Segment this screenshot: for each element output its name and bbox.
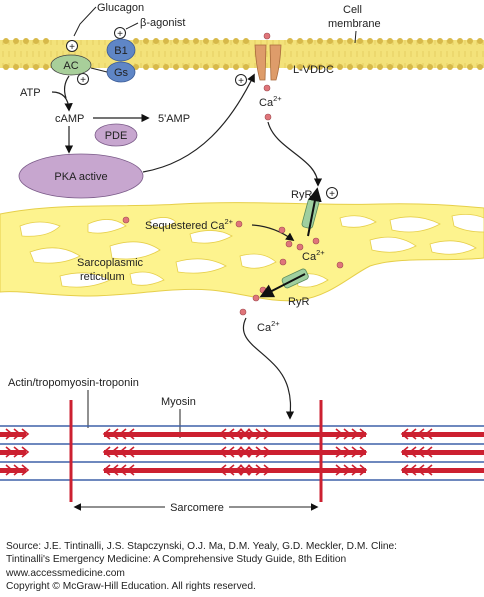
b1-receptor: B1 xyxy=(106,38,136,62)
svg-text:Gs: Gs xyxy=(114,67,129,79)
sequestered-to-release-arrow xyxy=(251,224,295,241)
calcium-ion xyxy=(259,286,267,294)
sarcomere xyxy=(0,400,484,502)
svg-text:+: + xyxy=(329,189,335,200)
myosin-label: Myosin xyxy=(161,396,196,408)
svg-text:+: + xyxy=(238,76,244,87)
gs-protein: Gs xyxy=(106,61,136,83)
beta-agonist-leader-line xyxy=(125,22,139,30)
l-vddc-channel xyxy=(254,44,282,81)
atp-label: ATP xyxy=(20,87,41,99)
calcium-ion xyxy=(312,237,320,245)
muscle-contraction-diagram: Glucagon β-agonist + + + + + AC B1 Gs AT… xyxy=(0,2,484,514)
plus-icon: + xyxy=(77,73,89,86)
calcium-ion xyxy=(278,226,286,234)
cell-membrane-label-line2: membrane xyxy=(328,18,381,30)
calcium-ion xyxy=(235,220,243,228)
source-line-1: Source: J.E. Tintinalli, J.S. Stapczynsk… xyxy=(6,541,398,552)
sequestered-ca-label: Sequestered Ca2+ xyxy=(145,217,234,232)
calcium-ion xyxy=(285,240,293,248)
glucagon-label: Glucagon xyxy=(97,2,144,14)
ac-catalysis-line xyxy=(63,75,70,99)
ca-influx-arrow xyxy=(267,121,323,187)
ryr-upper-arrow xyxy=(307,187,322,237)
ryr-label-upper: RyR xyxy=(291,189,312,201)
ryr-label-lower: RyR xyxy=(288,296,309,308)
atp-to-camp-arrow xyxy=(51,91,73,112)
pka-active: PKA active xyxy=(18,153,144,199)
sarcoplasmic-label-line1: Sarcoplasmic xyxy=(77,257,144,269)
sarcomere-label-bg xyxy=(165,498,229,514)
ca-label-released: Ca2+ xyxy=(257,319,280,334)
plus-icon: + xyxy=(66,40,78,53)
source-line-4: Copyright © McGraw-Hill Education. All r… xyxy=(6,581,256,593)
calcium-ion xyxy=(296,243,304,251)
pka-to-channel-arrow xyxy=(142,73,255,173)
svg-text:PKA active: PKA active xyxy=(54,171,107,183)
ca-label-channel: Ca2+ xyxy=(259,94,282,109)
five-amp-label: 5'AMP xyxy=(158,113,190,125)
cell-membrane-label-line1: Cell xyxy=(343,4,362,16)
source-line-3: www.accessmedicine.com xyxy=(6,567,125,579)
svg-text:+: + xyxy=(80,75,86,86)
plus-icon: + xyxy=(114,27,126,40)
plus-icon: + xyxy=(326,187,338,200)
svg-text:+: + xyxy=(69,42,75,53)
myosin-filaments xyxy=(0,432,484,473)
cell-membrane-leader-line xyxy=(354,30,357,44)
sarcoplasmic-label-line2: reticulum xyxy=(80,271,125,283)
svg-text:B1: B1 xyxy=(114,45,127,57)
actin-label: Actin/tropomyosin-troponin xyxy=(8,377,139,389)
myosin-heads xyxy=(5,428,433,476)
calcium-ion xyxy=(252,294,260,302)
svg-text:AC: AC xyxy=(63,60,78,72)
sarcoplasmic-reticulum xyxy=(0,202,484,302)
ca-label-sr: Ca2+ xyxy=(302,248,325,263)
glucagon-leader-line xyxy=(73,6,97,37)
ryr-lower-arrow xyxy=(259,273,306,298)
calcium-ion xyxy=(263,32,271,40)
gs-to-ac-line xyxy=(90,67,108,73)
lvddc-label: L-VDDC xyxy=(293,64,334,76)
source-citation: Source: J.E. Tintinalli, J.S. Stapczynsk… xyxy=(6,540,480,594)
sarcomere-label: Sarcomere xyxy=(170,502,224,514)
source-line-2: Tintinalli's Emergency Medicine: A Compr… xyxy=(6,554,347,566)
ca-to-sarcomere-arrow xyxy=(242,317,295,420)
calcium-ion xyxy=(336,261,344,269)
calcium-ion xyxy=(122,216,130,224)
beta-agonist-label: β-agonist xyxy=(140,17,185,29)
pde-enzyme: PDE xyxy=(94,123,138,147)
adenylate-cyclase: AC xyxy=(50,54,92,76)
calcium-ion xyxy=(239,308,247,316)
calcium-ion xyxy=(263,84,271,92)
svg-text:+: + xyxy=(117,29,123,40)
svg-text:PDE: PDE xyxy=(105,130,128,142)
camp-label: cAMP xyxy=(55,113,84,125)
calcium-ion xyxy=(264,113,272,121)
calcium-ion xyxy=(279,258,287,266)
plus-icon: + xyxy=(235,74,247,87)
actin-filaments xyxy=(0,425,484,481)
